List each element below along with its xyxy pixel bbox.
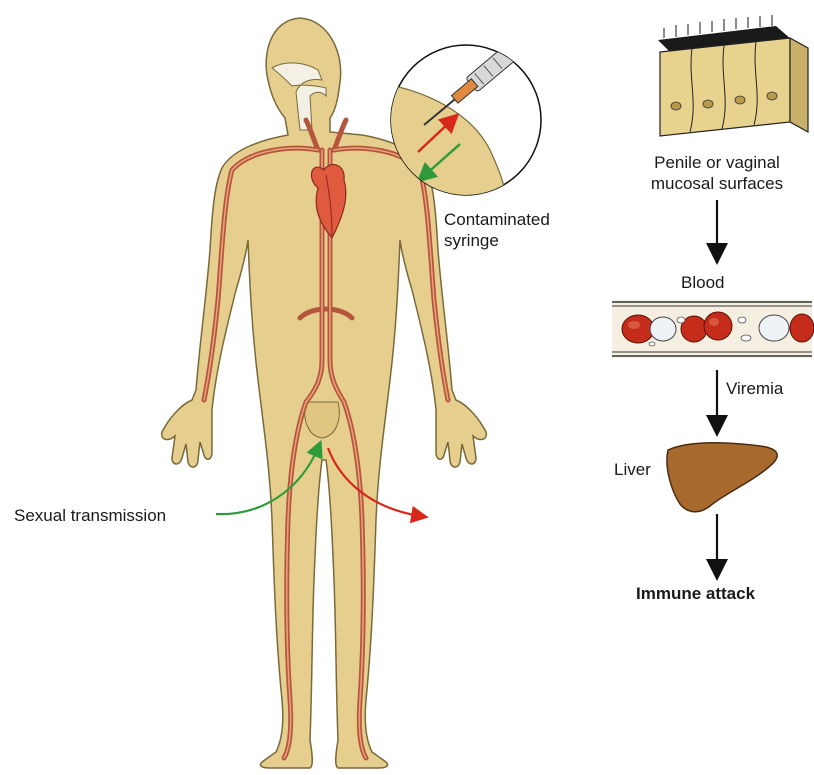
label-blood: Blood (681, 272, 724, 293)
label-sexual-transmission: Sexual transmission (14, 505, 166, 526)
rbc-3 (704, 312, 732, 340)
rbc-4 (790, 314, 814, 342)
label-viremia: Viremia (726, 378, 783, 399)
wbc-1 (650, 317, 676, 341)
wbc-2 (759, 315, 789, 341)
label-contaminated-syringe: Contaminated syringe (444, 209, 550, 251)
mucosal-tissue (658, 15, 808, 136)
liver-icon (667, 443, 777, 512)
label-liver: Liver (614, 459, 651, 480)
blood-vessel-strip (612, 300, 814, 358)
label-mucosal-surfaces: Penile or vaginal mucosal surfaces (616, 152, 814, 194)
rbc-1 (622, 315, 654, 343)
label-immune-attack: Immune attack (636, 583, 755, 604)
